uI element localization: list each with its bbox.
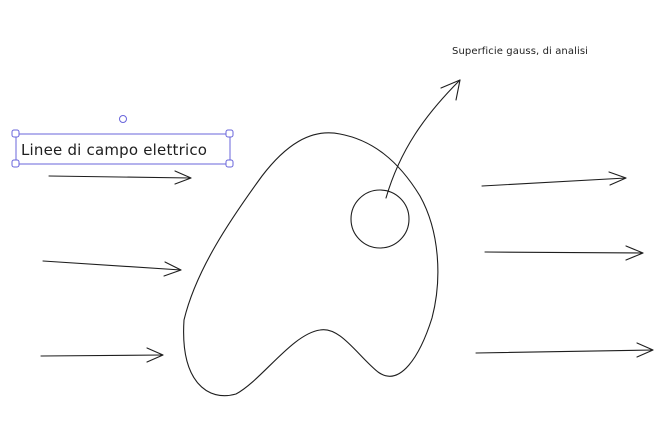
field-line-right-3[interactable] bbox=[475, 342, 654, 358]
field-line-right-2[interactable] bbox=[484, 245, 644, 261]
gauss-pointer-arrow[interactable] bbox=[385, 79, 461, 199]
selection-box bbox=[15, 133, 231, 165]
field-lines-label: Linee di campo elettrico bbox=[21, 141, 207, 159]
resize-handle-ne[interactable] bbox=[225, 129, 234, 138]
gauss-surface-label: Superficie gauss, di analisi bbox=[452, 46, 588, 57]
charged-body[interactable] bbox=[183, 132, 439, 397]
field-line-left-1[interactable] bbox=[48, 170, 192, 185]
rotation-handle[interactable] bbox=[119, 115, 127, 123]
gauss-surface-circle[interactable] bbox=[350, 189, 410, 249]
field-line-left-3[interactable] bbox=[40, 347, 164, 363]
resize-handle-se[interactable] bbox=[225, 159, 234, 168]
field-line-right-1[interactable] bbox=[481, 171, 627, 187]
resize-handle-sw[interactable] bbox=[11, 159, 20, 168]
charged-body-shape[interactable] bbox=[183, 132, 439, 397]
field-line-left-2[interactable] bbox=[42, 260, 182, 277]
field-lines-label-group[interactable]: Linee di campo elettrico bbox=[11, 115, 234, 168]
resize-handle-nw[interactable] bbox=[11, 129, 20, 138]
